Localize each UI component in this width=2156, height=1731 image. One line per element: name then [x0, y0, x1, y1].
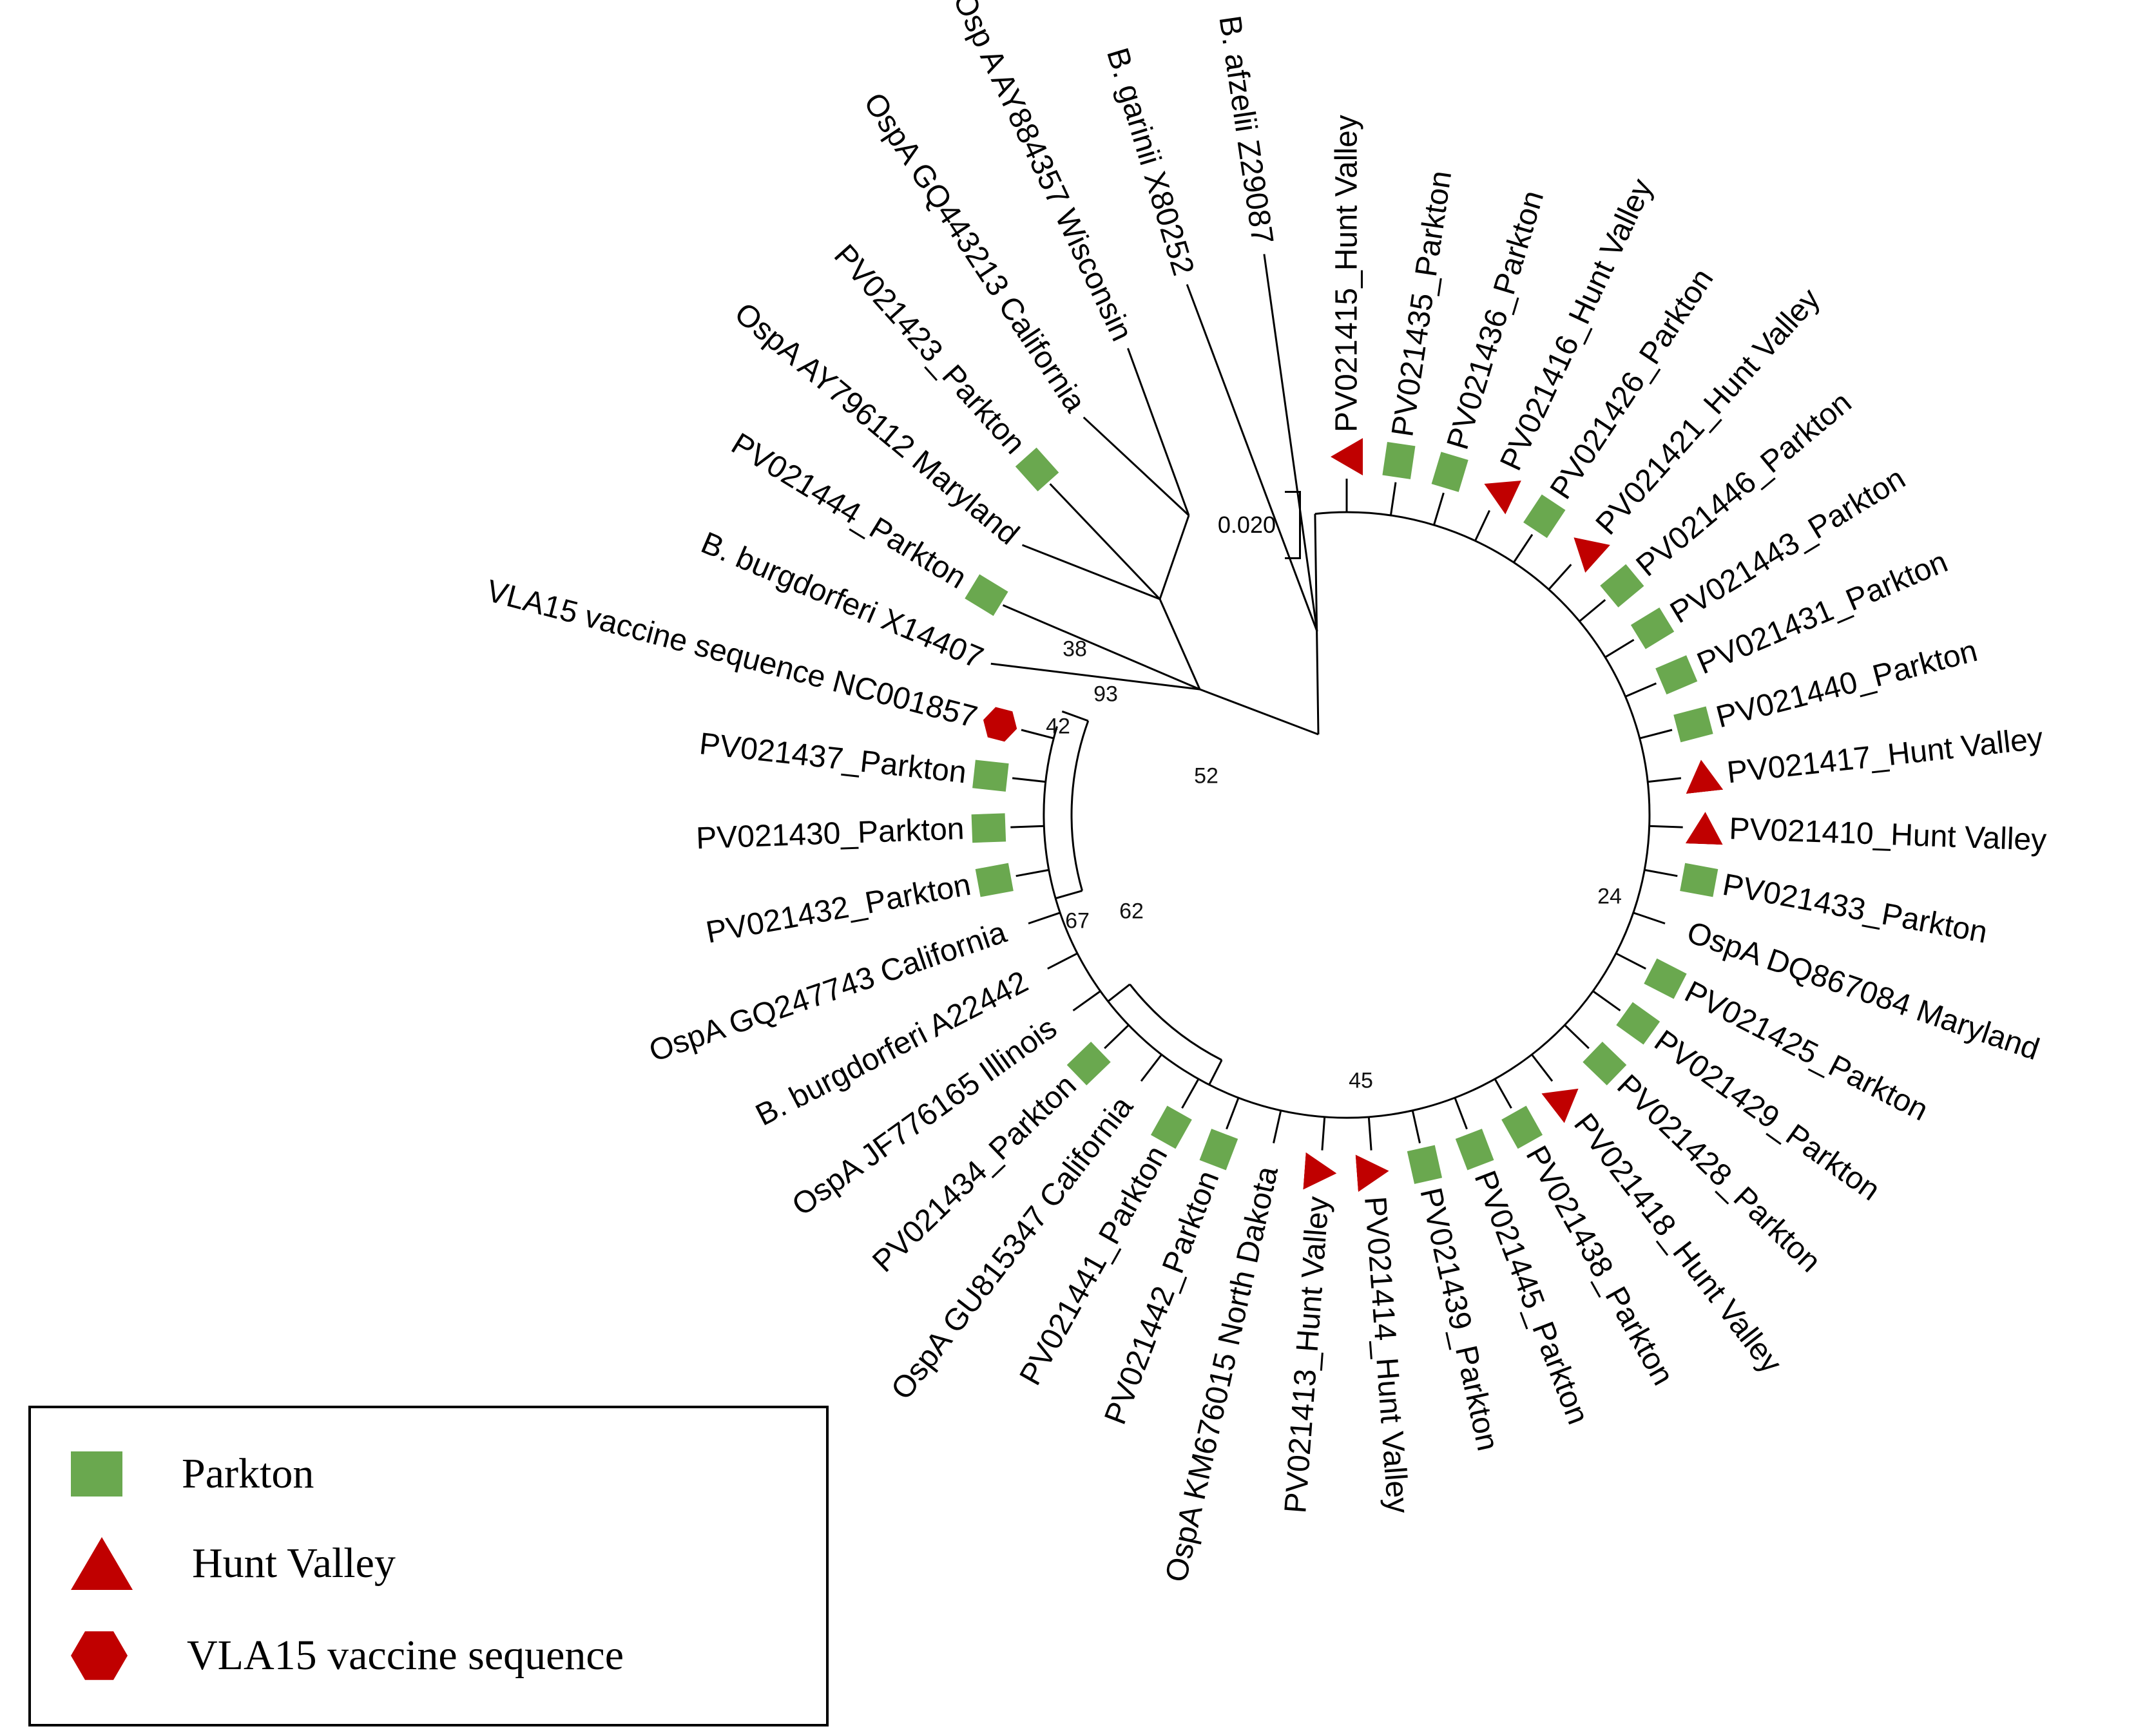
bootstrap-value: 93 — [1093, 682, 1118, 707]
legend: Parkton Hunt Valley VLA15 vaccine sequen… — [28, 1406, 829, 1726]
bootstrap-value: 38 — [1063, 636, 1087, 662]
branch-line — [1021, 729, 1054, 740]
legend-item-hunt-valley: Hunt Valley — [71, 1537, 813, 1590]
vla15-hexagon-icon — [71, 1631, 128, 1680]
branch-line — [1494, 1078, 1512, 1109]
branch-line — [1083, 416, 1190, 517]
branch-line — [1159, 598, 1201, 690]
branch-line — [990, 662, 1200, 691]
bootstrap-value: 42 — [1046, 714, 1070, 739]
branch-line — [1564, 1024, 1590, 1049]
branch-line — [1181, 1078, 1200, 1109]
branch-line — [1226, 1097, 1240, 1130]
branch-line — [1592, 990, 1621, 1011]
branch-line — [1015, 868, 1050, 877]
branch-line — [1531, 1054, 1554, 1082]
branch-line — [1199, 688, 1319, 736]
parkton-marker-icon — [972, 760, 1009, 792]
branch-line — [1012, 777, 1046, 783]
branch-line — [1644, 868, 1678, 877]
parkton-square-icon — [71, 1451, 122, 1497]
scale-bar: 0.020 — [1179, 491, 1301, 559]
branch-line — [1049, 483, 1161, 600]
branch-line — [1411, 1110, 1421, 1143]
parkton-marker-icon — [1680, 863, 1718, 897]
branch-line — [1579, 598, 1606, 622]
bootstrap-value: 62 — [1119, 899, 1144, 924]
branch-line — [1432, 492, 1445, 526]
branch-line — [1604, 638, 1635, 658]
branch-line — [1321, 1116, 1326, 1151]
branch-line — [1104, 1024, 1130, 1049]
branch-arc — [1129, 983, 1222, 1061]
legend-item-label: VLA15 vaccine sequence — [187, 1632, 624, 1679]
branch-line — [1633, 912, 1666, 924]
branch-line — [1002, 604, 1200, 691]
branch-line — [1028, 912, 1061, 924]
branch-line — [1140, 1054, 1162, 1082]
branch-line — [1126, 348, 1190, 516]
parkton-marker-icon — [971, 813, 1006, 843]
branch-line — [1367, 1116, 1372, 1151]
scale-bar-bracket — [1285, 491, 1301, 559]
legend-item-parkton: Parkton — [71, 1449, 813, 1498]
branch-line — [1047, 952, 1078, 970]
legend-item-label: Hunt Valley — [192, 1540, 396, 1587]
branch-line — [1208, 1059, 1223, 1085]
tip-label: PV021415_Hunt Valley — [1329, 115, 1364, 432]
branch-line — [1061, 710, 1089, 722]
branch-line — [1186, 283, 1318, 632]
bootstrap-value: 52 — [1194, 763, 1218, 789]
branch-line — [1548, 564, 1572, 590]
branch-line — [1263, 254, 1318, 632]
branch-line — [1072, 990, 1101, 1011]
hunt-valley-triangle-icon — [71, 1537, 133, 1590]
branch-line — [1639, 729, 1673, 740]
branch-line — [1513, 533, 1534, 563]
branch-line — [1454, 1097, 1468, 1130]
parkton-marker-icon — [975, 863, 1014, 897]
branch-line — [1273, 1110, 1282, 1143]
scale-bar-label: 0.020 — [1217, 512, 1276, 538]
branch-line — [1615, 952, 1646, 970]
branch-line — [1021, 544, 1160, 600]
branch-line — [1107, 983, 1131, 1002]
branch-line — [1389, 482, 1397, 516]
branch-line — [1010, 825, 1044, 828]
branch-line — [1649, 825, 1683, 828]
parkton-marker-icon — [1382, 441, 1416, 479]
branch-line — [1055, 890, 1083, 899]
branch-arc — [1043, 511, 1651, 1119]
branch-line — [1159, 515, 1190, 600]
branch-line — [1648, 777, 1682, 783]
branch-line — [1474, 510, 1490, 542]
legend-item-vla15: VLA15 vaccine sequence — [71, 1629, 813, 1683]
branch-arc — [1070, 720, 1090, 892]
branch-line — [1625, 682, 1657, 698]
legend-item-label: Parkton — [182, 1450, 314, 1497]
bootstrap-value: 24 — [1597, 884, 1622, 909]
bootstrap-value: 67 — [1065, 908, 1090, 933]
bootstrap-value: 45 — [1349, 1068, 1373, 1093]
